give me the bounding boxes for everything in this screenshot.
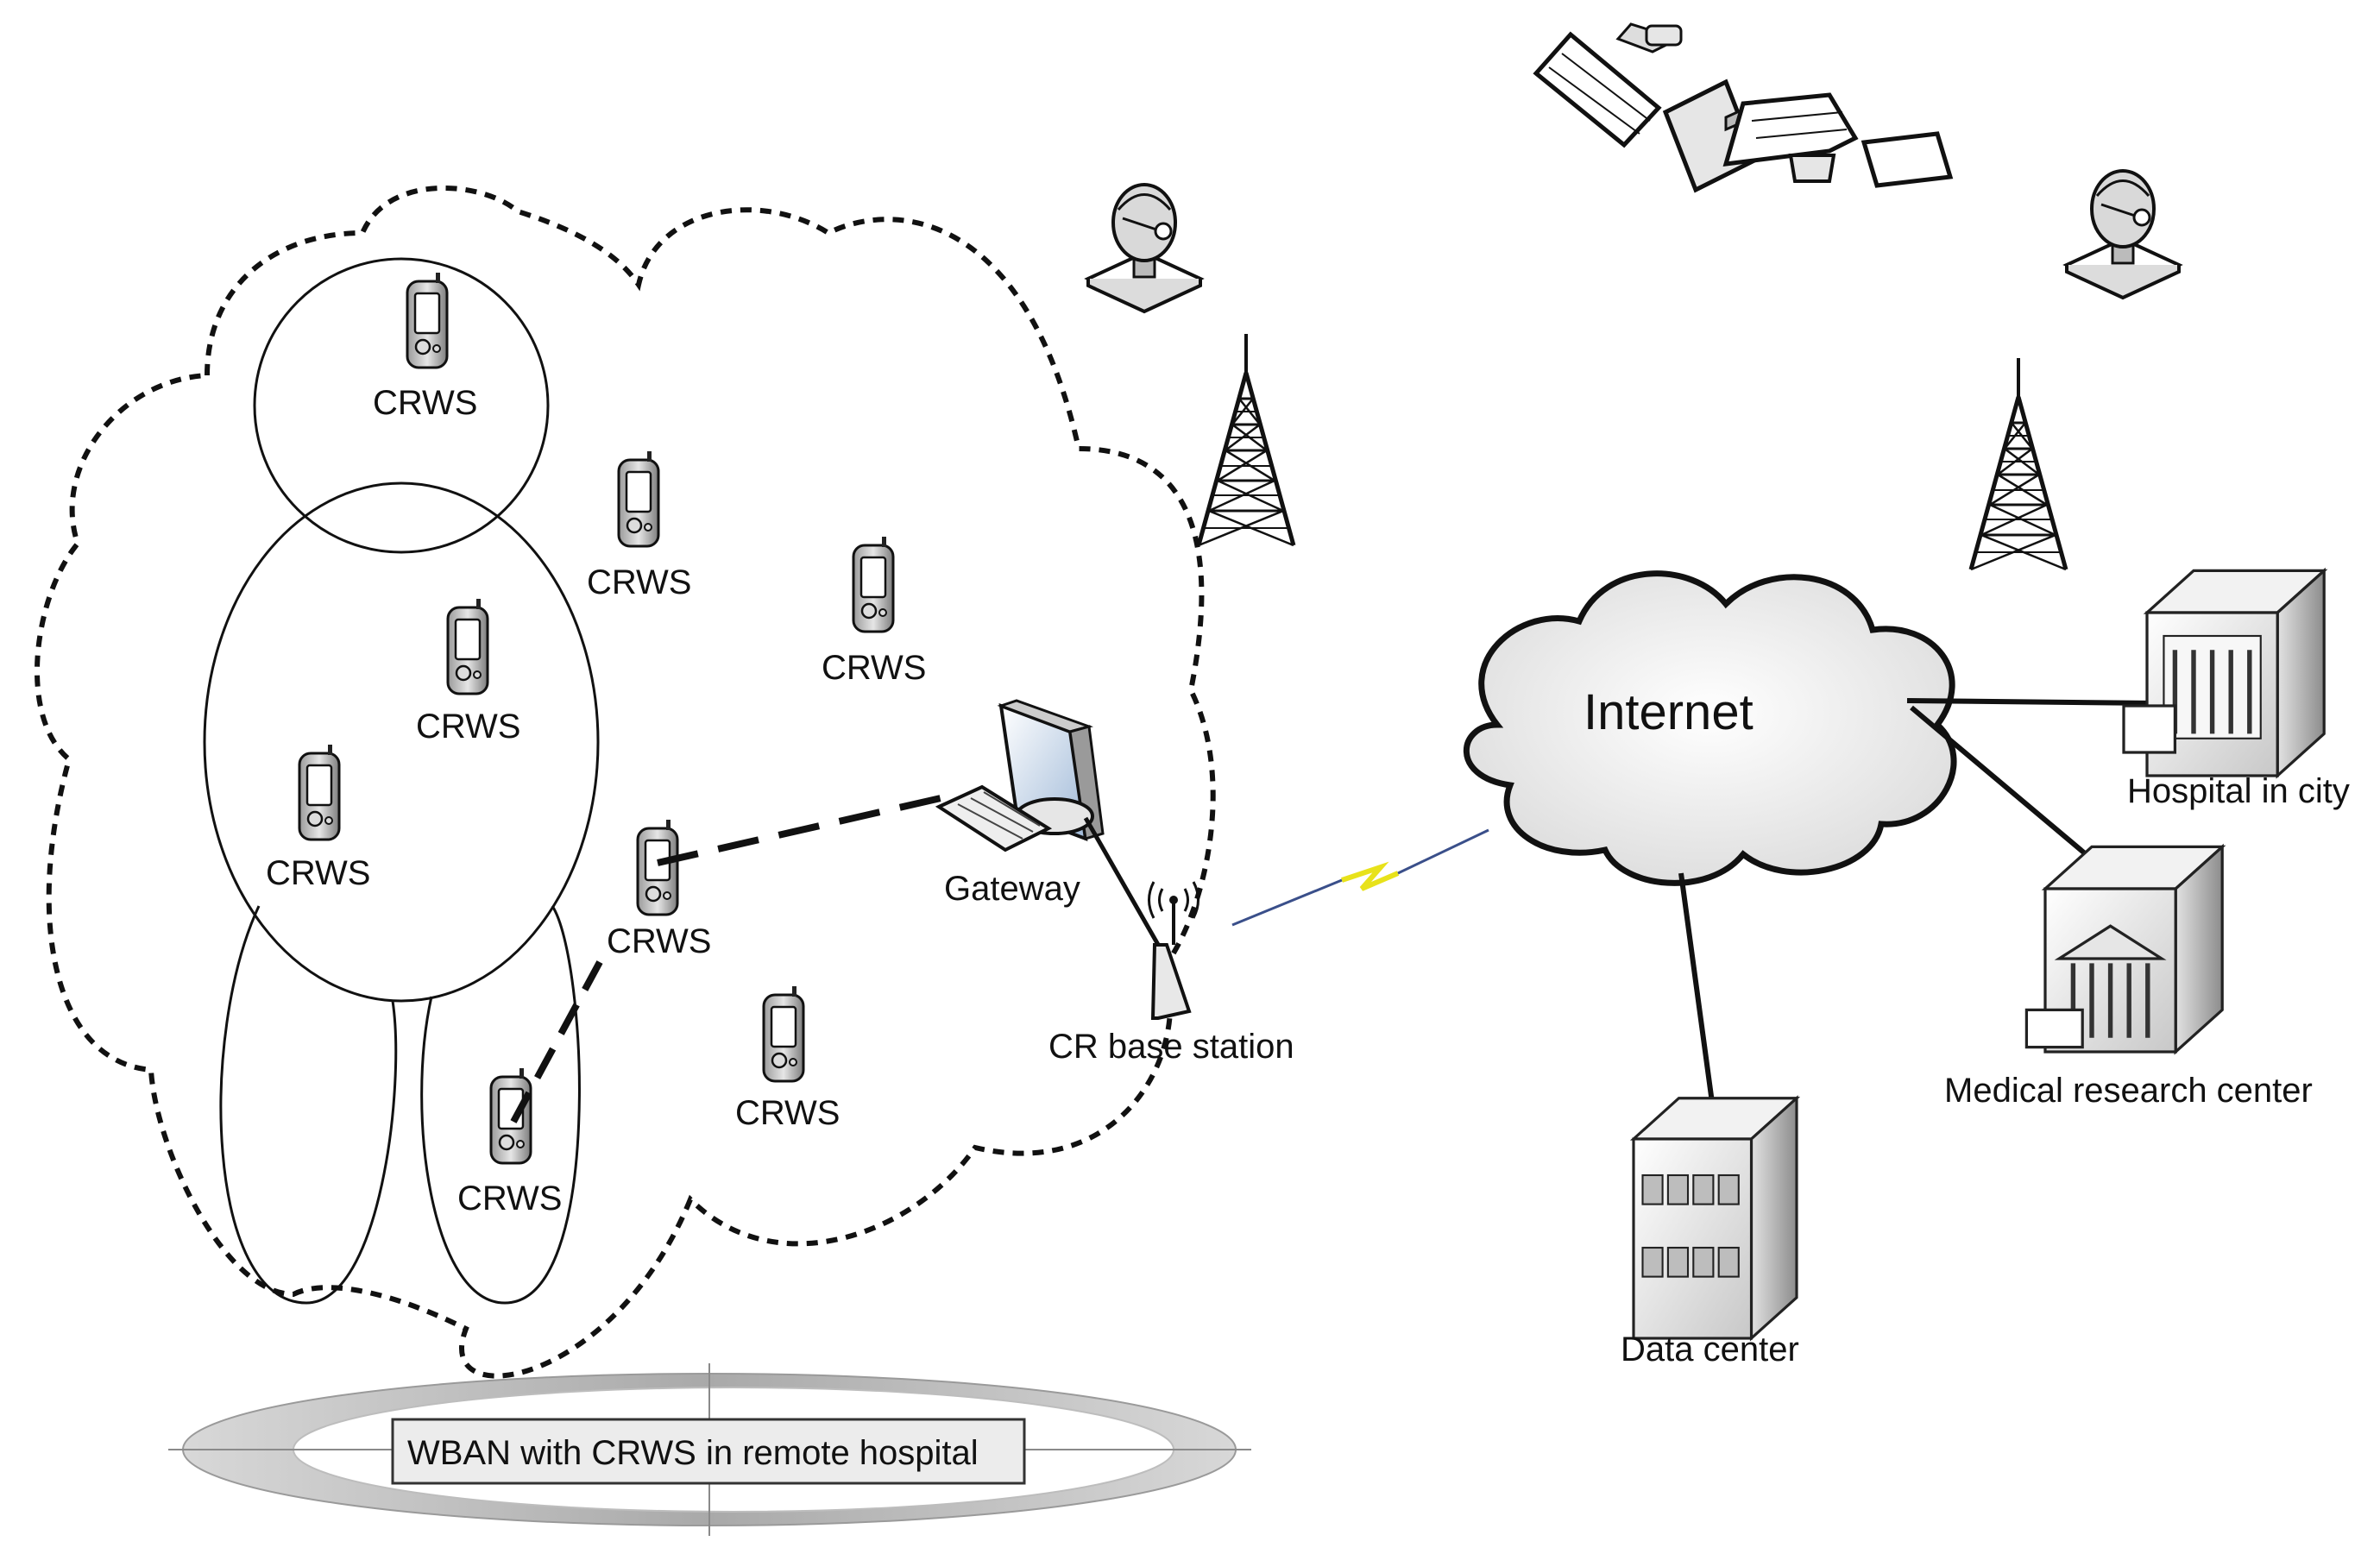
pda-icon: [762, 985, 805, 1083]
crws-sensor-5: CRWS: [266, 743, 370, 892]
hospital-in-city: Hospital in city: [2122, 569, 2350, 810]
pda-icon: [617, 450, 660, 548]
pda-icon: [446, 597, 489, 695]
sensor-hop-link: [510, 960, 603, 1123]
gateway-base-station-link: [1083, 816, 1163, 951]
internet-hospital-link: [1906, 698, 2158, 706]
human-body-outline: [203, 257, 600, 1305]
pda-icon: [406, 271, 449, 369]
pda-icon: [852, 535, 895, 633]
satellite-dish-right-icon: [2065, 169, 2181, 299]
lightning-icon: [1341, 861, 1400, 891]
crws-label: CRWS: [735, 1094, 840, 1132]
research-building-icon: [2024, 845, 2224, 1054]
head-circle: [253, 257, 550, 554]
gateway-computer: Gateway: [935, 699, 1105, 908]
crws-sensor-4: CRWS: [416, 597, 520, 746]
cr-base-station-label: CR base station: [1048, 1028, 1294, 1066]
crws-label: CRWS: [373, 384, 477, 422]
internet-datacenter-link: [1678, 872, 1716, 1110]
gateway-keyboard-icon: [935, 784, 1053, 852]
pda-icon: [489, 1066, 532, 1165]
cell-tower-right-icon: [1971, 358, 2066, 569]
crws-sensor-6: CRWS: [607, 818, 711, 960]
crws-sensor-2: CRWS: [587, 450, 691, 601]
wireless-backhaul-link: [1231, 828, 1489, 927]
crws-label: CRWS: [416, 708, 520, 746]
pda-icon: [298, 743, 341, 841]
datacenter-building-icon: [1629, 1095, 1801, 1342]
cell-tower-left-icon: [1199, 334, 1294, 545]
medical-research-center: Medical research center: [1944, 845, 2313, 1110]
internet-cloud: Internet: [1463, 570, 1957, 886]
antenna-icon: [1150, 943, 1192, 1020]
crws-label: CRWS: [822, 649, 926, 687]
crws-sensor-1: CRWS: [373, 271, 477, 422]
pda-icon: [636, 818, 679, 916]
internet-research-link: [1910, 705, 2103, 870]
internet-label: Internet: [1584, 684, 1754, 740]
gateway-label: Gateway: [944, 870, 1080, 908]
hospital-in-city-label: Hospital in city: [2127, 772, 2350, 810]
crws-sensor-3: CRWS: [822, 535, 926, 687]
crws-label: CRWS: [266, 854, 370, 892]
crws-sensor-8: CRWS: [735, 985, 840, 1132]
right-leg-ellipse: [420, 905, 581, 1305]
wban-caption-text: WBAN with CRWS in remote hospital: [407, 1434, 979, 1472]
left-leg-ellipse: [219, 905, 398, 1305]
sensor-gateway-link: [657, 795, 941, 866]
wban-dashed-cloud: [35, 186, 1216, 1379]
crws-label: CRWS: [587, 563, 691, 601]
crws-sensor-7: CRWS: [457, 1066, 562, 1217]
medical-research-center-label: Medical research center: [1944, 1072, 2313, 1110]
satellite-icon: [1533, 22, 1954, 193]
satellite-dish-left-icon: [1086, 183, 1202, 313]
cloud-icon: [1463, 570, 1957, 886]
cr-base-station: CR base station: [1048, 881, 1294, 1066]
data-center: Data center: [1621, 1095, 1801, 1368]
crws-label: CRWS: [607, 922, 711, 960]
data-center-label: Data center: [1621, 1331, 1799, 1368]
crws-label: CRWS: [457, 1180, 562, 1217]
hospital-building-icon: [2122, 569, 2326, 777]
torso-ellipse: [203, 481, 600, 1003]
wban-caption: WBAN with CRWS in remote hospital: [168, 1363, 1251, 1536]
